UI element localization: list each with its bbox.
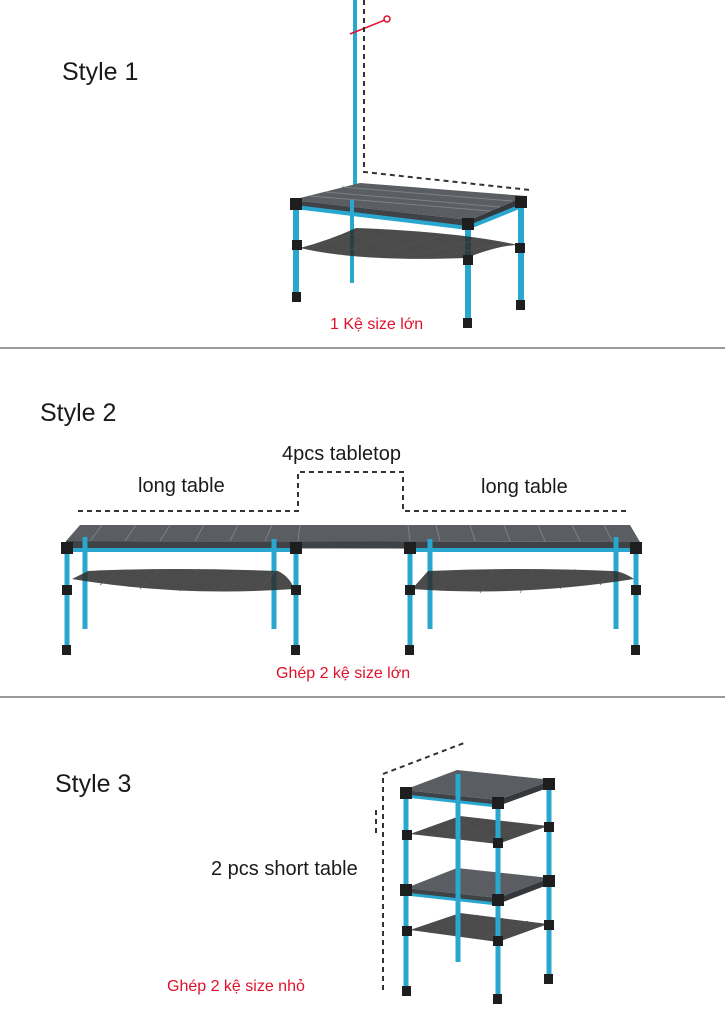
style2-table-illustration bbox=[61, 471, 642, 655]
style2-title: Style 2 bbox=[40, 399, 117, 427]
style3-panel: Style 3 2 pcs short table bbox=[0, 698, 725, 1024]
long-table-left-label: long table bbox=[138, 475, 225, 497]
style1-title: Style 1 bbox=[62, 58, 139, 86]
style1-panel: Style 1 bbox=[0, 0, 725, 348]
style2-caption: Ghép 2 kệ size lớn bbox=[276, 665, 411, 682]
short-table-label: 2 pcs short table bbox=[211, 858, 358, 880]
style3-caption: Ghép 2 kệ size nhỏ bbox=[167, 978, 305, 995]
divider-2 bbox=[0, 696, 725, 698]
long-table-right-label: long table bbox=[481, 476, 568, 498]
style1-caption: 1 Kệ size lớn bbox=[330, 316, 424, 333]
style3-title: Style 3 bbox=[55, 770, 132, 798]
style3-shelf-illustration bbox=[375, 742, 555, 1004]
tabletop-label: 4pcs tabletop bbox=[282, 443, 401, 465]
divider-1 bbox=[0, 347, 725, 349]
style2-panel: Style 2 4pcs tabletop long table long ta… bbox=[0, 349, 725, 696]
style1-table-illustration bbox=[290, 0, 531, 328]
